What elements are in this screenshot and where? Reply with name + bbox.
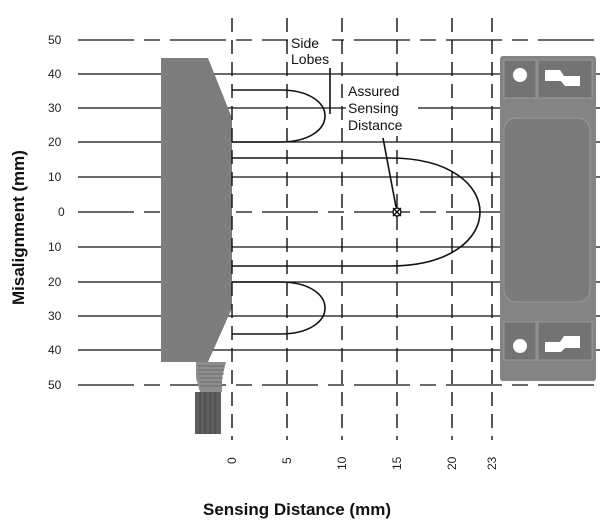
mounting-hole-top (513, 68, 527, 82)
assured-leader (382, 137, 397, 208)
y-tick-label: 20 (48, 135, 62, 149)
x-tick-labels: 0 5 10 15 20 23 (225, 456, 499, 470)
slot-top (545, 70, 580, 86)
sensor-body (161, 58, 232, 434)
y-tick-label: 40 (48, 343, 62, 357)
side-lobe-lower (232, 281, 326, 335)
assured-point-marker (392, 207, 402, 217)
y-tick-label: 0 (58, 205, 65, 219)
actuator-face (503, 117, 591, 303)
sensor-housing (161, 58, 232, 362)
assured-label-2: Sensing (348, 100, 399, 116)
y-tick-label: 40 (48, 67, 62, 81)
x-tick-label: 5 (280, 457, 294, 464)
x-tick-label: 23 (485, 456, 499, 470)
cable-stripes (199, 392, 216, 434)
side-lobes-label-1: Side (291, 35, 319, 51)
x-tick-label: 15 (390, 456, 404, 470)
mounting-hole-bottom (513, 339, 527, 353)
y-tick-label: 20 (48, 275, 62, 289)
y-tick-label: 50 (48, 33, 62, 47)
y-tick-label: 30 (48, 309, 62, 323)
y-tick-labels: 50 40 30 20 10 0 10 20 30 40 50 (48, 33, 65, 392)
side-lobes-label-2: Lobes (291, 51, 329, 67)
side-lobe-upper (232, 89, 326, 143)
assured-label-bg (346, 80, 418, 136)
y-tick-label: 10 (48, 170, 62, 184)
actuator-target (500, 56, 596, 381)
x-tick-label: 20 (445, 456, 459, 470)
side-lobes-label-bg (288, 30, 332, 68)
y-axis-title: Misalignment (mm) (9, 150, 28, 305)
y-tick-label: 10 (48, 240, 62, 254)
assured-label-1: Assured (348, 83, 399, 99)
x-axis-title: Sensing Distance (mm) (203, 500, 391, 519)
connector-thread (198, 365, 224, 387)
y-tick-label: 50 (48, 378, 62, 392)
sensor-cable (195, 392, 221, 434)
sensing-field (232, 60, 481, 335)
assured-label-3: Distance (348, 117, 403, 133)
x-tick-label: 10 (335, 456, 349, 470)
y-tick-label: 30 (48, 101, 62, 115)
x-tick-label: 0 (225, 457, 239, 464)
main-lobe (232, 157, 481, 267)
slot-bottom (545, 336, 580, 352)
